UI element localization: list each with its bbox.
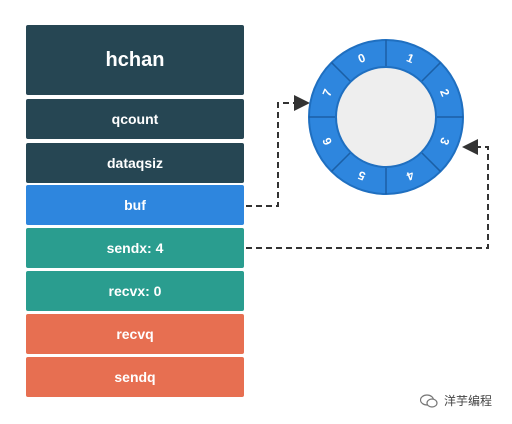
- buf-pointer-arrow: [246, 95, 310, 207]
- ring-slot-divider: [420, 62, 441, 83]
- ring-slot-label: 0: [356, 50, 368, 66]
- ring-slot-label: 2: [437, 87, 453, 99]
- watermark: 洋芋编程: [420, 392, 492, 409]
- ring-slot-divider: [331, 151, 352, 172]
- sendx-pointer-arrow: [246, 139, 489, 249]
- field-recvx: recvx: 0: [26, 271, 244, 311]
- ring-slot-divider: [331, 62, 352, 83]
- ring-slot-label: 5: [356, 168, 368, 184]
- field-sendx: sendx: 4: [26, 228, 244, 268]
- ring-slot-divider: [420, 151, 441, 172]
- wechat-icon: [420, 393, 438, 408]
- field-sendq: sendq: [26, 357, 244, 397]
- ring-slot-label: 4: [404, 168, 416, 184]
- ring-slot-label: 3: [437, 136, 453, 148]
- hchan-title: hchan: [26, 25, 244, 95]
- ring-slot-label: 7: [320, 87, 336, 99]
- field-qcount: qcount: [26, 99, 244, 139]
- ring-slot-label: 6: [319, 135, 335, 147]
- field-dataqsiz: dataqsiz: [26, 143, 244, 183]
- ring-slot-label: 1: [405, 51, 417, 67]
- field-buf: buf: [26, 185, 244, 225]
- watermark-text: 洋芋编程: [444, 394, 493, 408]
- field-recvq: recvq: [26, 314, 244, 354]
- ring-center: [335, 66, 437, 168]
